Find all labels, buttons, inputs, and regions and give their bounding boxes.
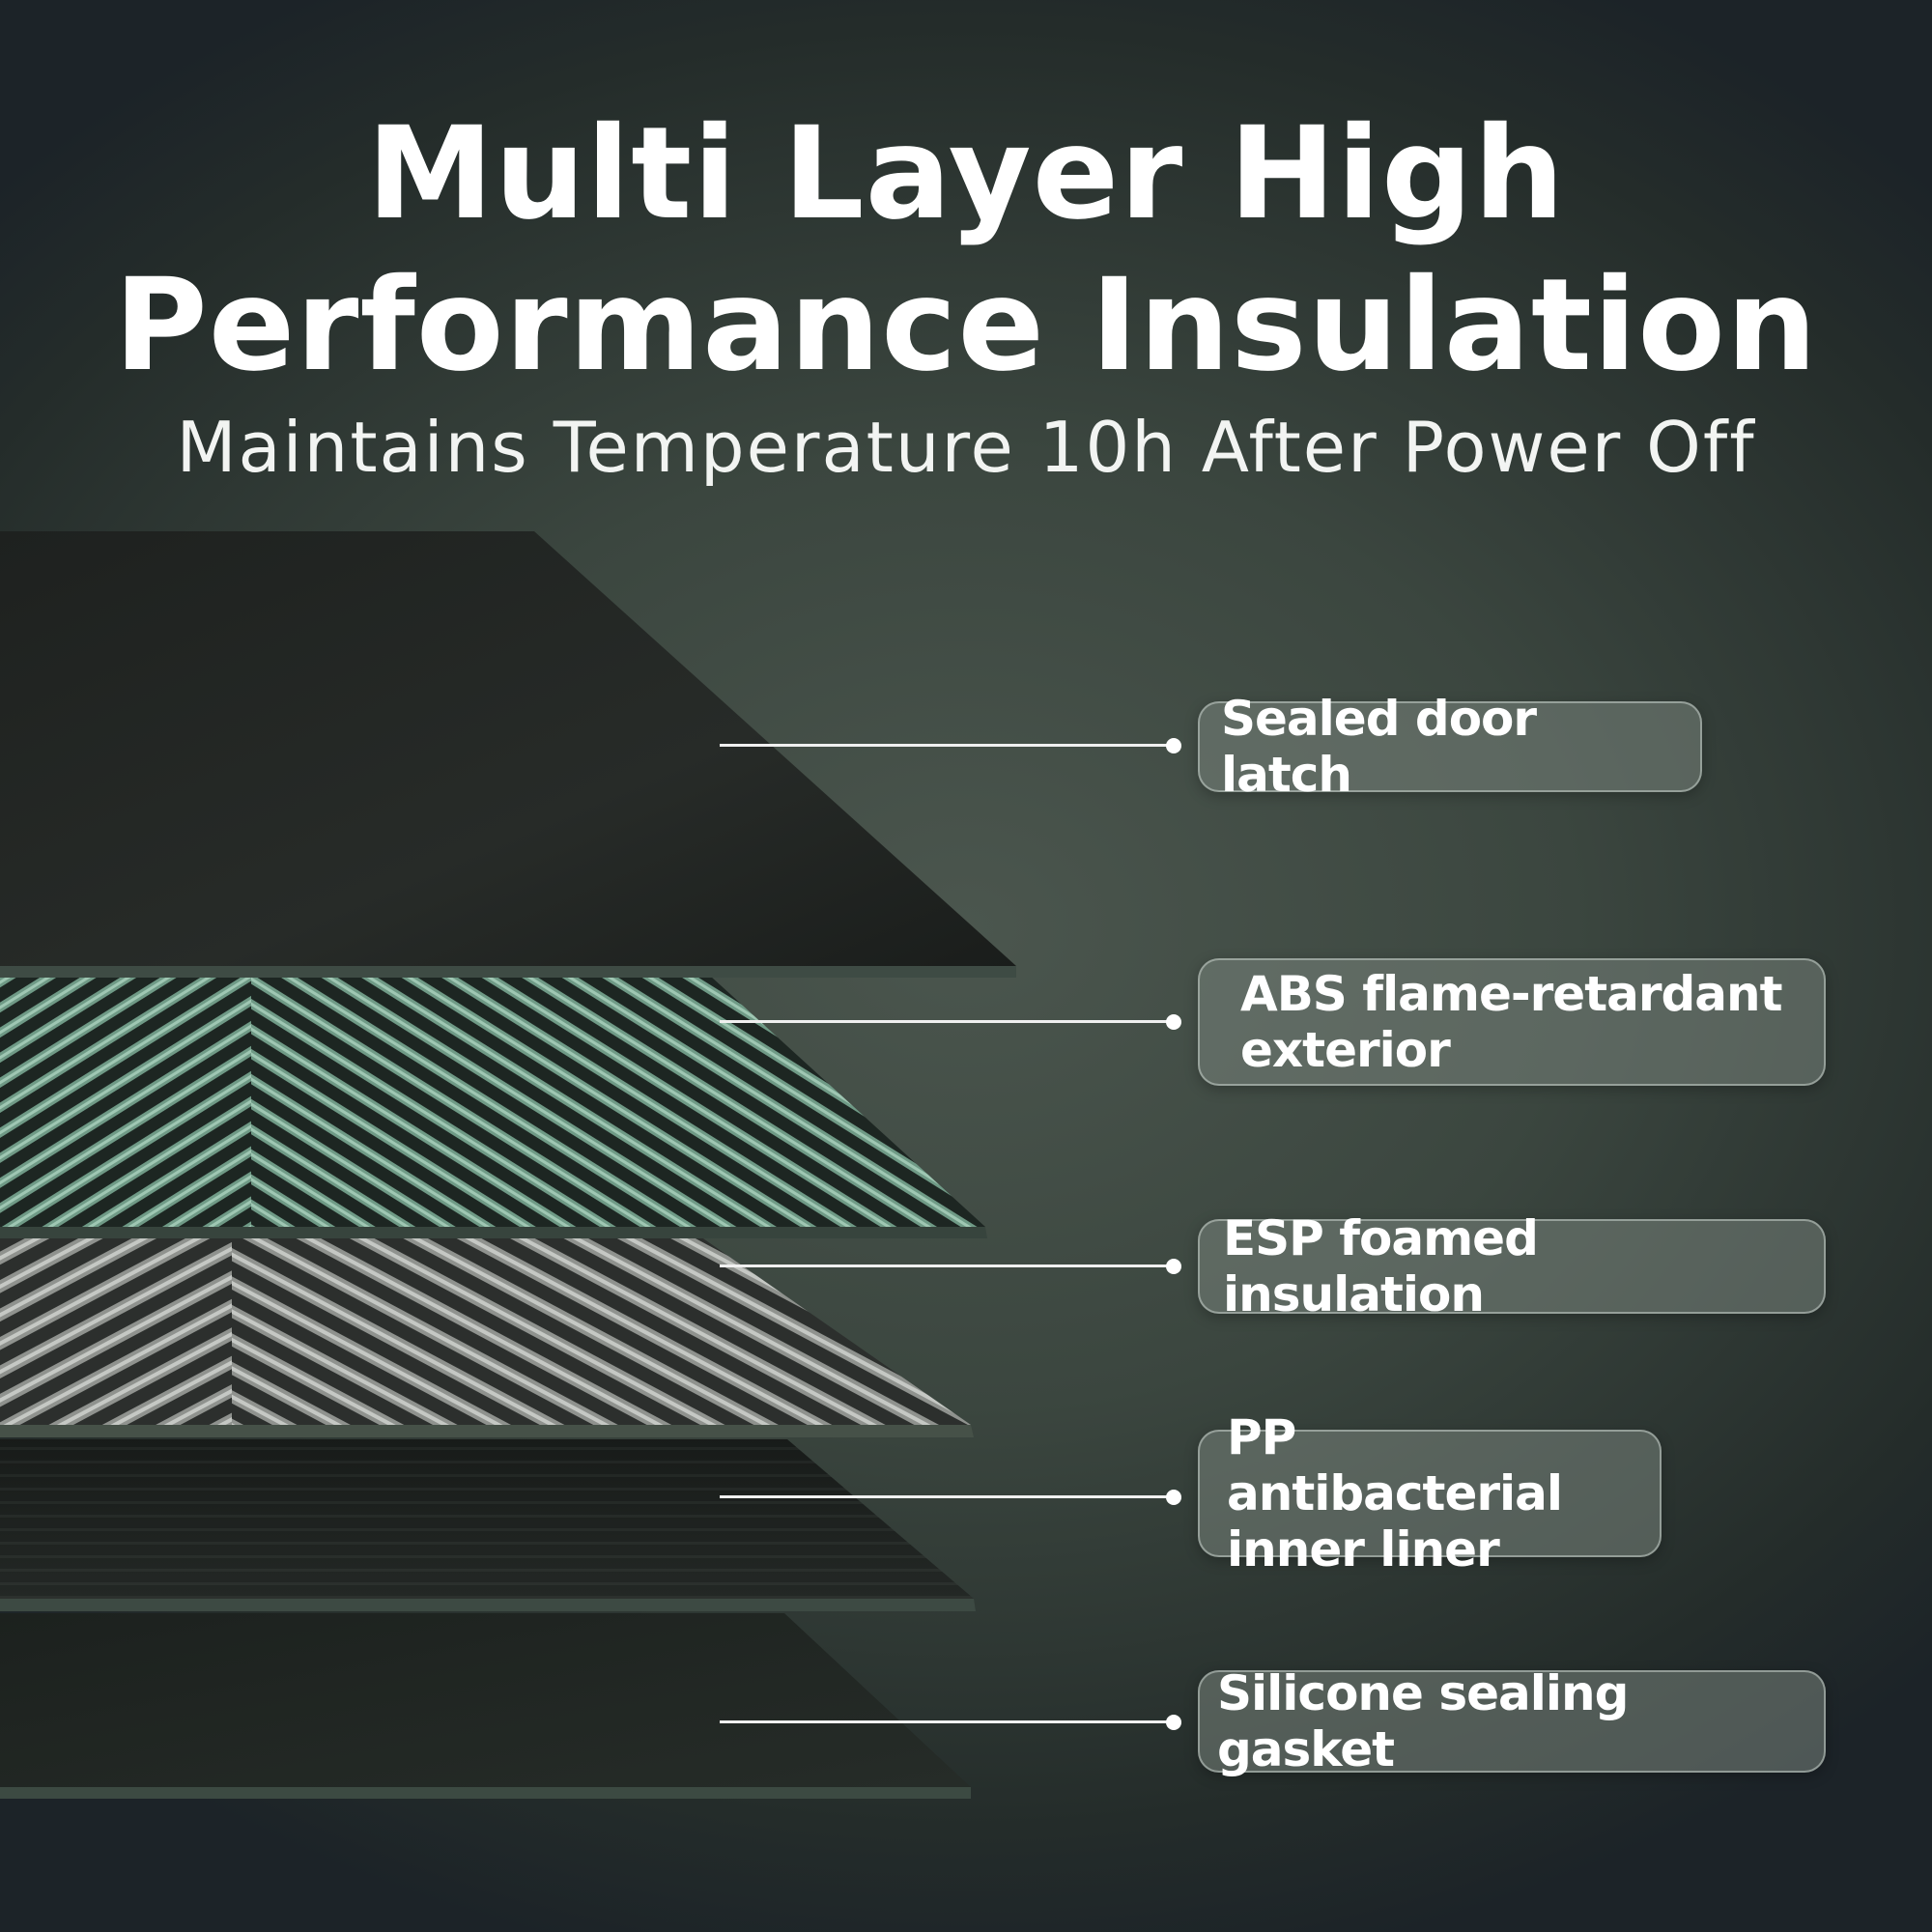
leader-dot: [1166, 1014, 1181, 1030]
leader-dot: [1166, 1490, 1181, 1505]
label-abs-flame-retardant-exterior: ABS flame-retardant exterior: [1198, 958, 1826, 1086]
label-silicone-sealing-gasket: Silicone sealing gasket: [1198, 1665, 1826, 1777]
leader-line: [720, 1264, 1174, 1267]
page-title-line-2: Performance Insulation: [114, 251, 1818, 400]
label-sealed-door-latch: Sealed door latch: [1198, 691, 1702, 803]
label-text-line-2: exterior: [1240, 1022, 1451, 1078]
layer-sealed-door-latch: [0, 531, 1016, 978]
layer-silicone-sealing-gasket: [0, 1613, 971, 1799]
label-esp-foamed-insulation: ESP foamed insulation: [1198, 1210, 1826, 1322]
label-text-line-1: PP antibacterial: [1227, 1409, 1563, 1521]
page-subtitle: Maintains Temperature 10h After Power Of…: [176, 407, 1756, 488]
leader-dot: [1166, 1259, 1181, 1274]
label-text-line-2: inner liner: [1227, 1521, 1500, 1577]
leader-line: [720, 1720, 1174, 1723]
label-pp-antibacterial-inner-liner: PP antibacterial inner liner: [1198, 1409, 1662, 1577]
label-text: Sealed door latch: [1221, 691, 1537, 803]
leader-dot: [1166, 738, 1181, 753]
label-text-line-1: ABS flame-retardant: [1240, 966, 1783, 1022]
layer-pp-antibacterial-inner-liner: [0, 1439, 976, 1611]
layer-abs-flame-retardant-exterior: [0, 976, 987, 1238]
label-text: ESP foamed insulation: [1223, 1210, 1539, 1322]
leader-line: [720, 1020, 1174, 1023]
leader-line: [720, 1495, 1174, 1498]
leader-dot: [1166, 1715, 1181, 1730]
label-text: Silicone sealing gasket: [1217, 1665, 1629, 1777]
page-title-line-1: Multi Layer High: [366, 99, 1566, 248]
leader-line: [720, 744, 1174, 747]
